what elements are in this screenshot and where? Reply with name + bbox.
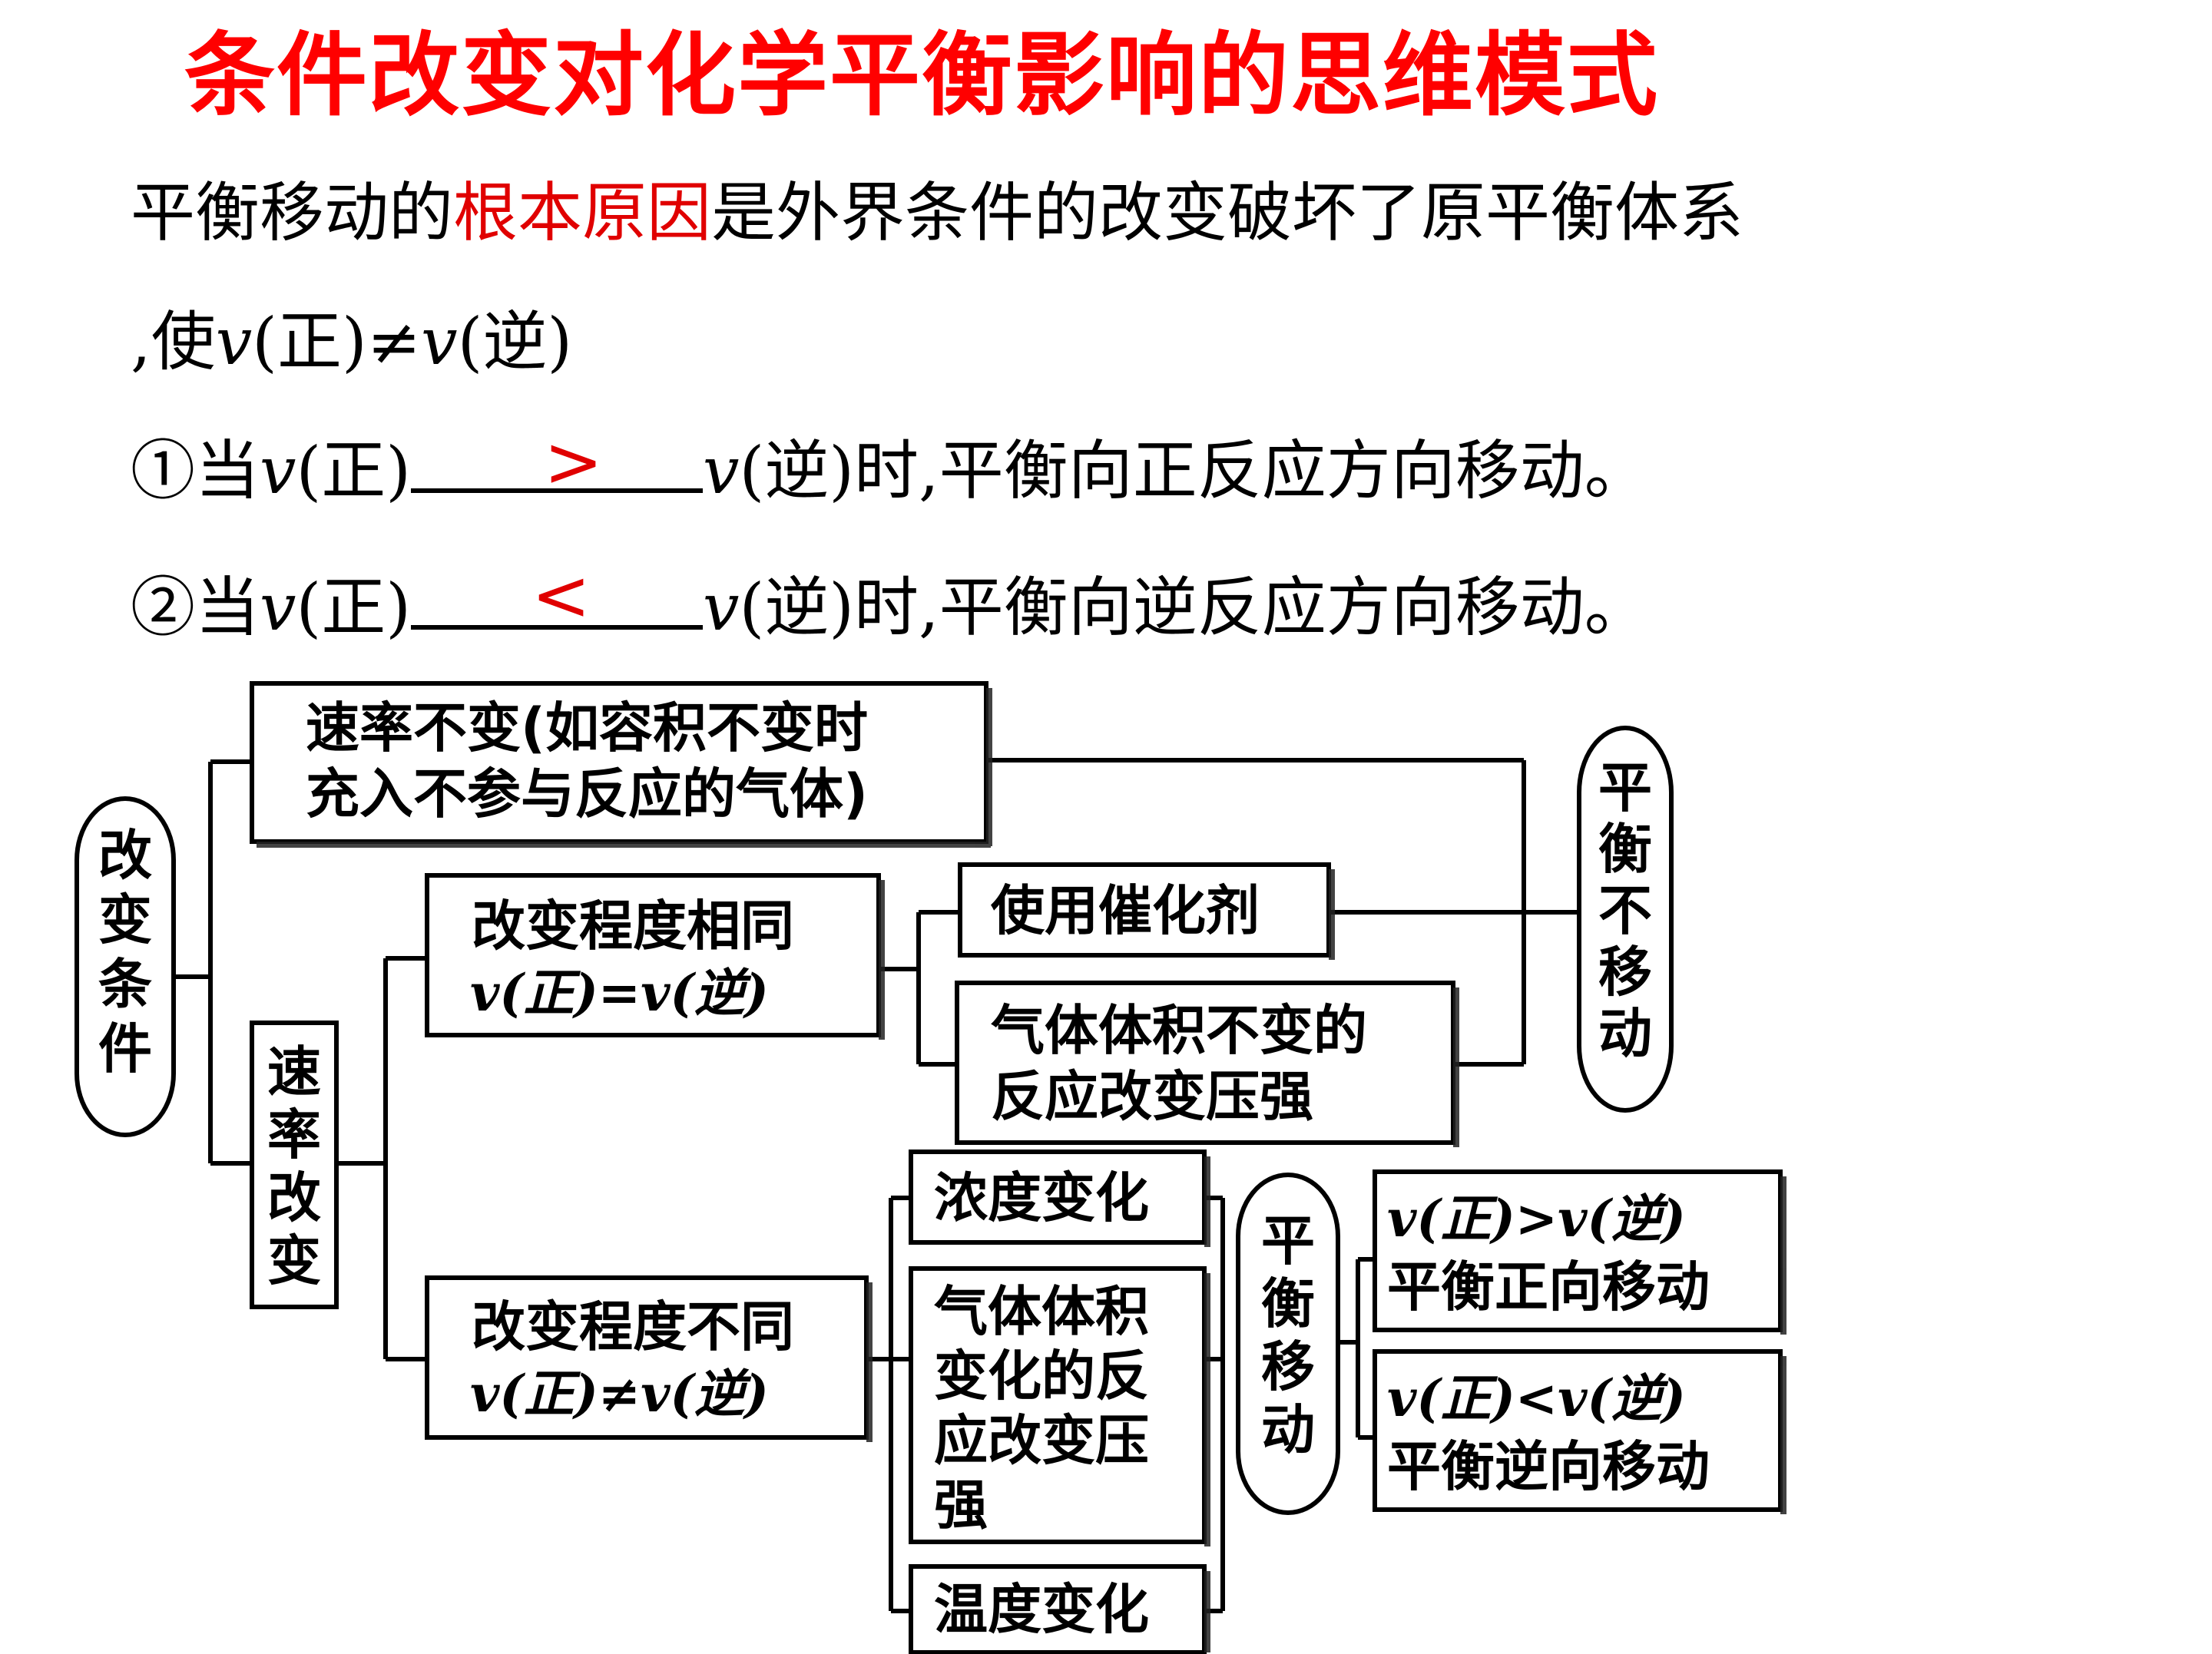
root-char: 件: [98, 1017, 152, 1080]
same-degree-eq: v(正)=v(逆): [470, 963, 769, 1023]
answer-less: <: [531, 554, 591, 637]
rate-unchanged-line1: 速率不变(如容积不变时: [306, 696, 868, 759]
item-number: ①当: [131, 433, 260, 508]
shift-char: 动: [1261, 1398, 1315, 1461]
forward-label: (正): [296, 433, 412, 508]
rate-changed-char: 变: [267, 1229, 321, 1292]
no-shift-char: 移: [1598, 941, 1652, 1004]
no-shift-oval: [1577, 726, 1674, 1113]
reverse-label: (逆): [457, 304, 573, 379]
gas-same-line2: 反应改变压强: [991, 1065, 1313, 1128]
rate-changed-box: [250, 1021, 339, 1309]
backward-eq: v(正)<v(逆): [1387, 1368, 1686, 1428]
forward-eq: v(正)>v(逆): [1387, 1189, 1686, 1249]
intro-text-rest: 是外界条件的改变破坏了原平衡体系: [711, 175, 1744, 250]
diff-degree-eq: v(正)≠v(逆): [470, 1364, 769, 1424]
rate-changed-char: 速: [267, 1040, 321, 1103]
intro-text: 平衡移动的: [131, 175, 454, 250]
condition-item-2: ②当v(正)v(逆)时,平衡向逆反应方向移动。: [131, 565, 1649, 650]
gas-change-line: 变化的反: [934, 1345, 1149, 1408]
root-char: 条: [98, 953, 152, 1016]
reverse-label: (逆): [739, 433, 855, 508]
item-tail: 时,平衡向正反应方向移动。: [854, 433, 1649, 508]
forward-label: (正): [296, 570, 412, 645]
gas-change-line: 气体体积: [934, 1280, 1149, 1343]
temp-label: 温度变化: [934, 1578, 1149, 1641]
backward-label: 平衡逆向移动: [1387, 1435, 1710, 1498]
no-shift-char: 衡: [1598, 818, 1652, 881]
catalyst-label: 使用催化剂: [991, 879, 1260, 942]
reverse-label: (逆): [739, 570, 855, 645]
v-symbol: v: [215, 304, 253, 379]
no-shift-char: 平: [1598, 756, 1652, 819]
gas-change-line: 应改变压: [934, 1409, 1149, 1472]
root-char: 变: [98, 888, 152, 951]
condition-item-1: ①当v(正)v(逆)时,平衡向正反应方向移动。: [131, 428, 1649, 513]
item-tail: 时,平衡向逆反应方向移动。: [854, 570, 1649, 645]
rate-changed-char: 改: [267, 1166, 321, 1229]
same-degree-title: 改变程度相同: [472, 895, 794, 958]
forward-label: (正): [252, 304, 367, 379]
answer-greater: >: [544, 421, 604, 503]
diff-degree-title: 改变程度不同: [472, 1295, 794, 1358]
v-symbol: v: [260, 570, 296, 645]
rate-unchanged-line2: 充入不参与反应的气体): [306, 762, 868, 825]
rate-changed-char: 率: [267, 1103, 321, 1166]
v-symbol: v: [421, 304, 458, 379]
not-equal-symbol: ≠: [366, 304, 422, 379]
shift-char: 衡: [1261, 1272, 1315, 1335]
answer-blank: [411, 435, 704, 493]
v-symbol: v: [260, 433, 296, 508]
v-symbol: v: [703, 570, 740, 645]
conc-label: 浓度变化: [934, 1166, 1149, 1229]
intro-highlight: 根本原因: [453, 175, 712, 250]
root-oval: [75, 796, 176, 1137]
no-shift-char: 动: [1598, 1002, 1652, 1065]
item-number: ②当: [131, 570, 260, 645]
forward-label: 平衡正向移动: [1387, 1255, 1710, 1318]
no-shift-char: 不: [1598, 879, 1652, 942]
shift-oval: [1236, 1173, 1340, 1515]
intro-line-2: ,使v(正)≠v(逆): [131, 299, 572, 384]
answer-blank: [411, 571, 704, 630]
gas-change-line: 强: [934, 1474, 988, 1537]
shift-char: 平: [1261, 1209, 1315, 1272]
v-symbol: v: [703, 433, 740, 508]
shift-char: 移: [1261, 1335, 1315, 1398]
intro-prefix: ,使: [131, 304, 216, 379]
page-title: 条件改变对化学平衡影响的思维模式: [184, 22, 1660, 128]
root-char: 改: [98, 824, 152, 887]
intro-line-1: 平衡移动的根本原因是外界条件的改变破坏了原平衡体系: [131, 170, 1743, 255]
gas-same-line1: 气体体积不变的: [991, 999, 1367, 1062]
